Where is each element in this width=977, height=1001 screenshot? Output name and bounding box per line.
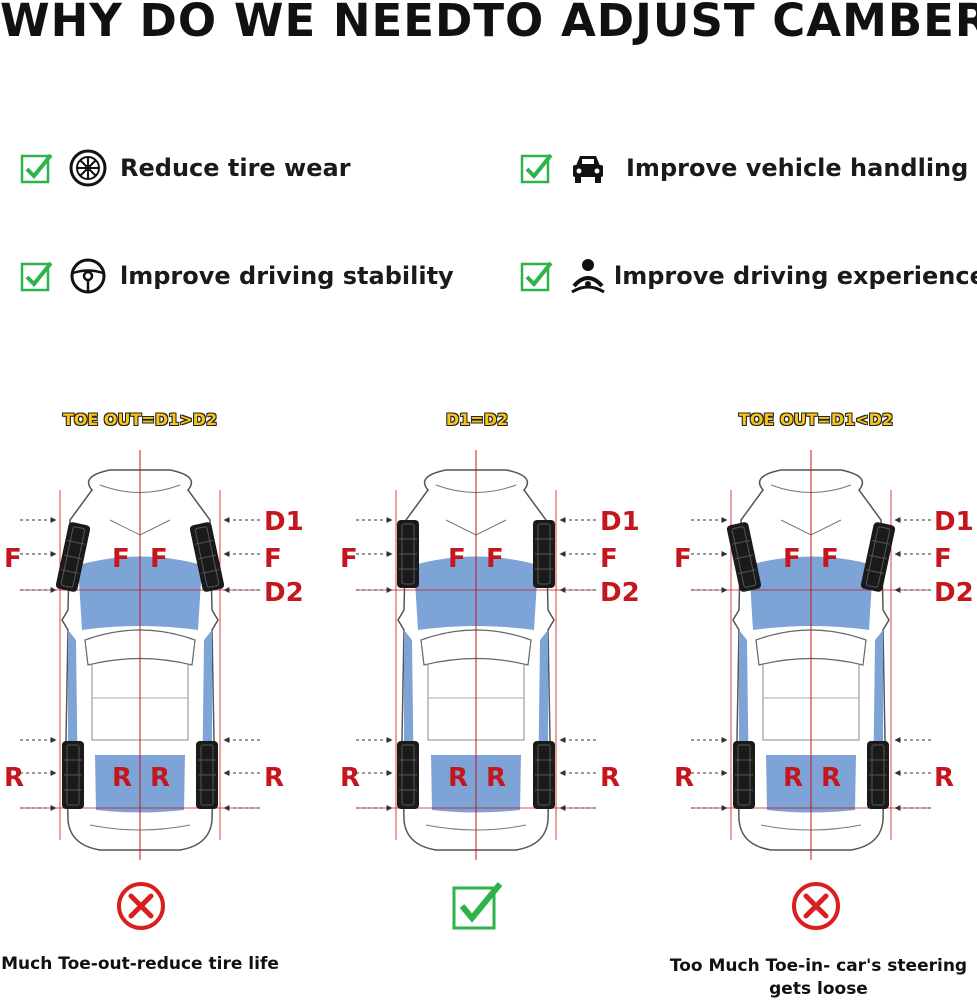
label-front: F — [264, 544, 282, 574]
case-title: TOE OUT=D1>D2 — [62, 410, 218, 429]
steering-wheel-icon — [70, 258, 106, 294]
checkbox-icon — [20, 261, 53, 292]
benefit-label: Reduce tire wear — [120, 154, 351, 182]
driver-icon — [571, 259, 605, 294]
label-front: F — [821, 544, 839, 574]
label-front: F — [600, 544, 618, 574]
car-diagram-equal — [356, 450, 596, 860]
case-title: TOE OUT=D1<D2 — [738, 410, 894, 429]
label-rear: R — [783, 763, 803, 793]
label-front: F — [448, 544, 466, 574]
caption-toe-out: Much Toe-out-reduce tire life — [1, 954, 279, 974]
benefit-improve-handling: Improve vehicle handling — [520, 146, 968, 190]
label-rear: R — [112, 763, 132, 793]
check-icon — [452, 882, 503, 930]
label-rear: R — [4, 763, 24, 793]
car-diagram-toe-in — [691, 450, 931, 860]
car-diagram-toe-out — [20, 450, 260, 860]
label-d1: D1 — [600, 507, 640, 537]
benefit-label: Improve vehicle handling — [626, 154, 969, 182]
checkbox-icon — [520, 153, 553, 184]
label-front: F — [783, 544, 801, 574]
benefit-label: lmprove driving stability — [120, 262, 454, 290]
label-d2: D2 — [934, 578, 974, 608]
label-rear: R — [821, 763, 841, 793]
cross-icon — [117, 882, 165, 930]
checkbox-icon — [20, 153, 53, 184]
cross-icon — [792, 882, 840, 930]
label-d1: D1 — [934, 507, 974, 537]
label-rear: R — [600, 763, 620, 793]
label-rear: R — [448, 763, 468, 793]
label-rear: R — [934, 763, 954, 793]
label-d1: D1 — [264, 507, 304, 537]
label-rear: R — [264, 763, 284, 793]
benefit-driving-experience: lmprove driving experience — [520, 254, 977, 298]
checkbox-icon — [520, 261, 553, 292]
toe-diagrams: D1 D2 F F F F R R R R D1 D2 F F F F R R … — [4, 450, 974, 860]
label-front: F — [4, 544, 22, 574]
label-front: F — [340, 544, 358, 574]
benefit-driving-stability: lmprove driving stability — [20, 254, 454, 298]
caption-toe-in: Too Much Toe-in- car's steering — [669, 956, 968, 976]
page-title: WHY DO WE NEEDTO ADJUST CAMBER? — [0, 0, 977, 47]
label-rear: R — [150, 763, 170, 793]
label-rear: R — [486, 763, 506, 793]
benefit-label: lmprove driving experience — [614, 262, 977, 290]
car-front-icon — [573, 156, 603, 183]
label-d2: D2 — [600, 578, 640, 608]
label-front: F — [150, 544, 168, 574]
label-front: F — [934, 544, 952, 574]
benefit-reduce-tire-wear: Reduce tire wear — [20, 146, 351, 190]
label-front: F — [112, 544, 130, 574]
label-front: F — [674, 544, 692, 574]
label-rear: R — [674, 763, 694, 793]
label-rear: R — [340, 763, 360, 793]
label-d2: D2 — [264, 578, 304, 608]
case-title: D1=D2 — [445, 410, 509, 429]
caption-toe-in-line2: gets loose — [769, 979, 868, 999]
label-front: F — [486, 544, 504, 574]
tire-icon — [69, 149, 107, 187]
